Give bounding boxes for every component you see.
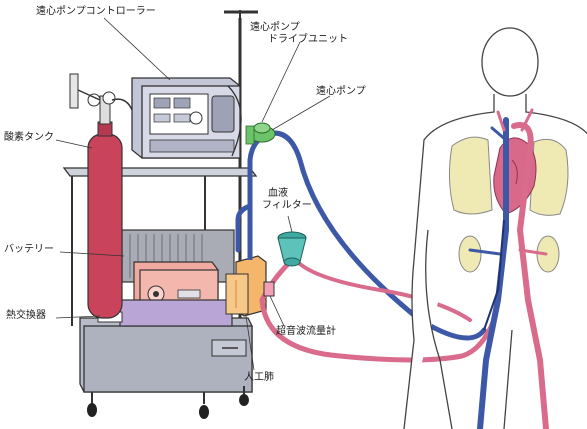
centrifugal-pump [246,123,275,144]
label-controller: 遠心ポンプコントローラー [36,6,156,18]
blood-filter [278,232,306,266]
label-flowmeter: 超音波流量計 [276,326,336,338]
label-pump: 遠心ポンプ [316,86,366,98]
flowmeter-probe [264,282,274,296]
label-battery: バッテリー [4,244,54,256]
pump-controller [132,78,241,158]
label-drive-unit-2: ドライブユニット [268,34,348,46]
wheel [87,392,97,417]
label-blood-filter-2: フィルター [262,200,312,212]
label-drive-unit-1: 遠心ポンプ [250,22,300,34]
label-oxygen-tank: 酸素タンク [4,132,54,144]
wheel [199,392,209,419]
label-blood-filter-1: 血液 [268,188,288,200]
label-oxygenator: 人工肺 [244,372,274,384]
human-body [404,28,587,429]
label-heat-exchanger: 熱交換器 [6,310,46,322]
